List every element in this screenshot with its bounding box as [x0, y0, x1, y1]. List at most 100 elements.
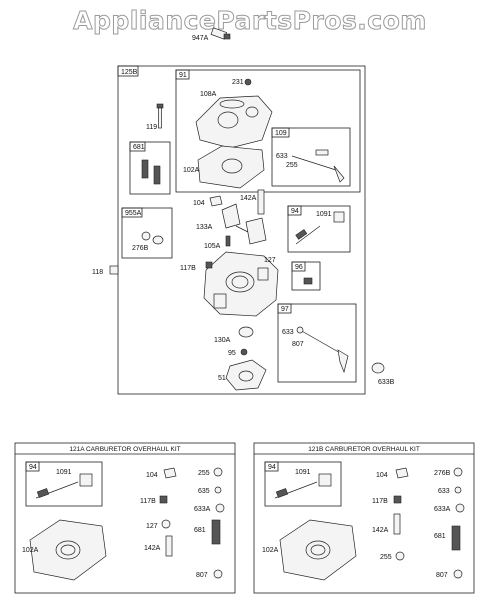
part-117B[interactable] [205, 261, 213, 269]
group-91-tag: 91 [179, 72, 187, 79]
kit-121A-gasket-102A[interactable] [29, 519, 107, 581]
part-95[interactable] [240, 348, 248, 356]
kit-121B-callout-633: 633 [438, 488, 450, 495]
part-633B[interactable] [371, 362, 385, 374]
kit-121B-callout-276B: 276B [434, 470, 451, 477]
watermark: AppliancePartsPros.com [73, 6, 427, 36]
callout-118: 118 [92, 269, 103, 276]
throttle-shaft-109[interactable] [291, 149, 345, 183]
kit-121B-part-117B[interactable] [393, 495, 402, 504]
kit-121B-callout-117B: 117B [372, 498, 388, 505]
part-104[interactable] [209, 195, 223, 207]
kit-121A-part-117B[interactable] [159, 495, 168, 504]
gasket-51[interactable] [225, 359, 267, 391]
kit-121A-callout-633A: 633A [194, 506, 211, 513]
main-assembly-tag: 125B [121, 69, 138, 76]
kit-121A-callout-104: 104 [146, 472, 158, 479]
carburetor-body[interactable] [203, 251, 279, 317]
callout-105A: 105A [204, 243, 221, 250]
kit-121B-callout-1091: 1091 [295, 469, 311, 476]
callout-276B: 276B [132, 245, 149, 252]
kit-121B-callout-633A: 633A [434, 506, 451, 513]
part-276B[interactable] [141, 231, 164, 245]
group-109-frame [271, 127, 351, 187]
kit-121A-sub-tag: 94 [29, 464, 37, 471]
group-681-frame [129, 141, 171, 195]
callout-117B: 117B [180, 265, 196, 272]
kit-121A-part-104[interactable] [163, 467, 177, 479]
kit-121B-gasket-102A[interactable] [279, 519, 357, 581]
kit-121A-needle-valve[interactable] [35, 473, 93, 499]
group-96-frame [291, 261, 321, 291]
kit-121B-callout-807: 807 [436, 572, 448, 579]
kit-121B-part-104[interactable] [395, 467, 409, 479]
float-133A[interactable] [221, 203, 267, 245]
needle-681[interactable] [141, 159, 161, 185]
kit-121B-callout-255: 255 [380, 554, 392, 561]
kit-121A-part-635[interactable] [214, 486, 222, 494]
callout-127: 127 [264, 257, 276, 264]
kit-121B-part-633A[interactable] [455, 503, 465, 513]
kit-121A-part-633A[interactable] [215, 503, 225, 513]
kit-121B-part-807[interactable] [453, 569, 463, 579]
kit-121A-part-807[interactable] [213, 569, 223, 579]
callout-108A: 108A [200, 91, 217, 98]
callout-633-109: 633 [276, 153, 288, 160]
kit-121A-callout-255: 255 [198, 470, 210, 477]
group-109-tag: 109 [275, 130, 287, 137]
kit-121B-title: 121B CARBURETOR OVERHAUL KIT [308, 446, 420, 453]
callout-255-109: 255 [286, 162, 298, 169]
kit-121B-part-633[interactable] [454, 486, 462, 494]
kit-121A-callout-117B: 117B [140, 498, 156, 505]
group-681-tag: 681 [133, 144, 145, 151]
kit-121A-pin-142A[interactable] [165, 535, 173, 557]
kit-121A-title: 121A CARBURETOR OVERHAUL KIT [69, 446, 180, 453]
kit-121B-needle-681[interactable] [451, 525, 461, 551]
kit-121A-needle-681[interactable] [211, 519, 221, 545]
kit-121A-part-255[interactable] [213, 467, 223, 477]
callout-231: 231 [232, 79, 244, 86]
callout-104: 104 [193, 200, 205, 207]
kit-121A-frame [14, 442, 236, 594]
part-118[interactable] [109, 265, 119, 275]
callout-947A: 947A [192, 35, 209, 42]
pin-142A[interactable] [257, 189, 265, 215]
gasket-130A[interactable] [238, 326, 254, 338]
kit-121B-part-276B[interactable] [453, 467, 463, 477]
group-97-tag: 97 [281, 306, 289, 313]
kit-121B-needle-valve[interactable] [274, 473, 332, 499]
kit-121B-callout-102A: 102A [262, 547, 279, 554]
needle-valve-94[interactable] [295, 211, 345, 245]
choke-shaft-97[interactable] [296, 326, 349, 374]
callout-633-97: 633 [282, 329, 294, 336]
part-231[interactable] [244, 78, 252, 86]
callout-130A: 130A [214, 337, 231, 344]
kit-121B-sub-tag: 94 [268, 464, 276, 471]
part-947A[interactable] [210, 27, 231, 40]
callout-133A: 133A [196, 224, 213, 231]
kit-121B-pin-142A[interactable] [393, 513, 401, 535]
callout-102A: 102A [183, 167, 200, 174]
kit-121B-part-255[interactable] [395, 551, 405, 561]
group-91-frame [175, 69, 361, 193]
kit-121A-callout-1091: 1091 [56, 469, 72, 476]
callout-1091: 1091 [316, 211, 332, 218]
kit-121A-callout-635: 635 [198, 488, 210, 495]
callout-95: 95 [228, 350, 236, 357]
main-assembly-frame [117, 65, 366, 395]
kit-121B-frame [253, 442, 475, 594]
kit-121A-callout-127: 127 [146, 523, 158, 530]
kit-121B-callout-104: 104 [376, 472, 388, 479]
kit-121A-part-127[interactable] [161, 519, 171, 529]
pin-105A[interactable] [225, 235, 231, 247]
kit-121B-callout-681: 681 [434, 533, 446, 540]
screw-119[interactable] [156, 103, 164, 129]
callout-633B: 633B [378, 379, 395, 386]
callout-119: 119 [146, 124, 157, 131]
carburetor-top-cover[interactable] [195, 95, 273, 149]
kit-121A-callout-102A: 102A [22, 547, 39, 554]
gasket-102A[interactable] [197, 145, 265, 189]
part-96[interactable] [303, 277, 313, 285]
kit-121A-callout-807: 807 [196, 572, 208, 579]
